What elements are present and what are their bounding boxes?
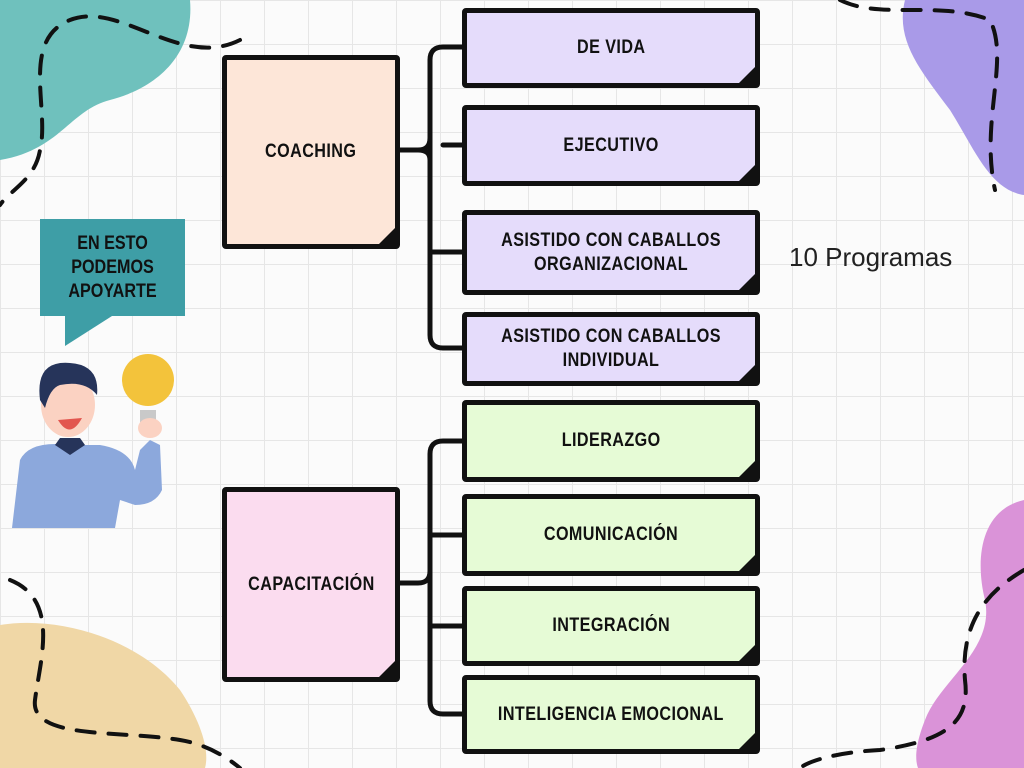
purple-blob [902, 0, 1024, 195]
connector-capacitacion [397, 438, 466, 717]
item-integracion: INTEGRACIÓN [462, 586, 760, 666]
dashed-line [8, 578, 242, 768]
item-de-vida: DE VIDA [462, 8, 760, 88]
dashed-line [0, 14, 242, 207]
dashed-line [838, 0, 1000, 192]
item-inteligencia-emocional: INTELIGENCIA EMOCIONAL [462, 675, 760, 754]
program-count: 10 Programas [789, 242, 953, 272]
item-ejecutivo: EJECUTIVO [462, 105, 760, 186]
character-illustration [12, 354, 174, 528]
item-comunicacion: COMUNICACIÓN [462, 494, 760, 576]
speech-bubble: EN ESTO PODEMOS APOYARTE [40, 219, 185, 316]
item-asistido-individual: ASISTIDO CON CABALLOS INDIVIDUAL [462, 312, 760, 386]
tan-blob [0, 622, 207, 768]
group-coaching: COACHING [222, 55, 400, 249]
teal-blob [0, 0, 191, 160]
dashed-line [798, 568, 1024, 768]
item-liderazgo: LIDERAZGO [462, 400, 760, 482]
group-capacitacion: CAPACITACIÓN [222, 487, 400, 682]
item-asistido-organizacional: ASISTIDO CON CABALLOS ORGANIZACIONAL [462, 210, 760, 295]
connector-coaching [397, 44, 466, 351]
speech-bubble-tail [65, 316, 112, 346]
pink-blob [916, 500, 1024, 768]
